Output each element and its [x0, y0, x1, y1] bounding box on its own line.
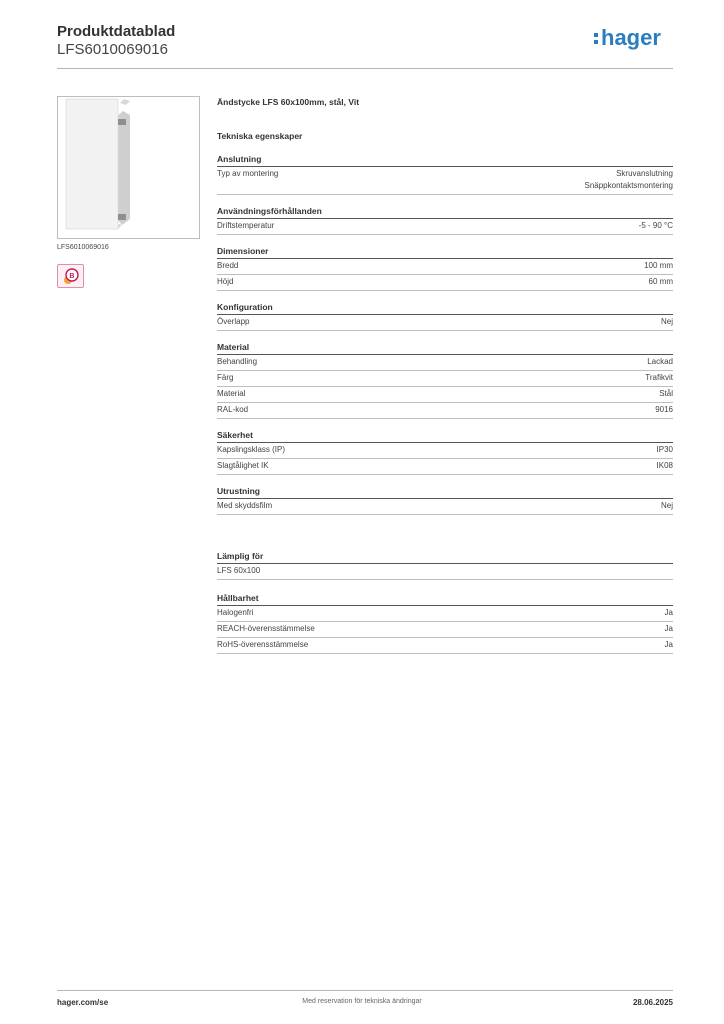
logo-wordmark: hager: [601, 25, 661, 50]
section-title: Material: [217, 341, 673, 355]
spec-value: IP30: [656, 445, 673, 454]
spec-value: Nej: [660, 501, 673, 510]
spec-row: Färg Trafikvit: [217, 371, 673, 387]
section-title: Säkerhet: [217, 429, 673, 443]
technical-properties-title: Tekniska egenskaper: [217, 131, 303, 141]
spec-value: 100 mm: [644, 261, 673, 270]
spec-label: Material: [217, 389, 246, 398]
spec-row: Kapslingsklass (IP) IP30: [217, 443, 673, 459]
document-title: Produktdatablad: [57, 23, 176, 40]
spec-value: Nej: [660, 317, 673, 326]
section-title: Utrustning: [217, 485, 673, 499]
spec-label: Behandling: [217, 357, 258, 366]
section-material: Material Behandling Lackad Färg Trafikvi…: [217, 341, 673, 419]
spec-value: Ja: [664, 640, 673, 649]
header-divider: [57, 68, 673, 69]
product-code: LFS6010069016: [57, 41, 168, 58]
spec-value: 9016: [655, 405, 673, 414]
image-caption: LFS6010069016: [57, 244, 109, 251]
spec-row: REACH-överensstämmelse Ja: [217, 622, 673, 638]
sustainability-badge-icon: B: [57, 264, 84, 288]
spec-label: Typ av montering: [217, 169, 279, 178]
spec-label: Kapslingsklass (IP): [217, 445, 286, 454]
section-title: Hållbarhet: [217, 592, 673, 606]
section-title: Anslutning: [217, 153, 673, 167]
section-dimensioner: Dimensioner Bredd 100 mm Höjd 60 mm: [217, 245, 673, 291]
section-title: Lämplig för: [217, 550, 673, 564]
section-konfiguration: Konfiguration Överlapp Nej: [217, 301, 673, 331]
spec-row: Halogenfri Ja: [217, 606, 673, 622]
spec-label: Slagtålighet IK: [217, 461, 269, 470]
spec-value: Skruvanslutning Snäppkontaktsmontering: [585, 168, 674, 192]
page-header: Produktdatablad LFS6010069016 hager: [57, 20, 673, 70]
spec-row: Typ av montering Skruvanslutning Snäppko…: [217, 167, 673, 195]
spec-value: Lackad: [647, 357, 673, 366]
spec-value: Stål: [659, 389, 673, 398]
footer-website-link[interactable]: hager.com/se: [57, 998, 109, 1007]
compatible-product: LFS 60x100: [217, 566, 261, 575]
spec-row: Bredd 100 mm: [217, 259, 673, 275]
spec-value: -5 - 90 °C: [638, 221, 673, 230]
spec-value: Trafikvit: [645, 373, 673, 382]
section-title: Konfiguration: [217, 301, 673, 315]
spec-value: IK08: [656, 461, 673, 470]
spec-value: 60 mm: [648, 277, 673, 286]
footer-divider: [57, 990, 673, 991]
spec-value: Ja: [664, 608, 673, 617]
hager-logo: hager: [593, 24, 673, 54]
product-image: [57, 96, 200, 239]
spec-label: Höjd: [217, 277, 234, 286]
spec-label: Halogenfri: [217, 608, 254, 617]
spec-label: REACH-överensstämmelse: [217, 624, 315, 633]
spec-label: Överlapp: [217, 317, 250, 326]
spec-row: Material Stål: [217, 387, 673, 403]
spec-value: Ja: [664, 624, 673, 633]
spec-row: Behandling Lackad: [217, 355, 673, 371]
section-anvandningsforhallanden: Användningsförhållanden Driftstemperatur…: [217, 205, 673, 235]
spec-label: RoHS-överensstämmelse: [217, 640, 309, 649]
spec-row: Höjd 60 mm: [217, 275, 673, 291]
spec-row: Slagtålighet IK IK08: [217, 459, 673, 475]
section-utrustning: Utrustning Med skyddsfilm Nej: [217, 485, 673, 515]
end-cap-illustration: [65, 98, 130, 230]
section-hallbarhet: Hållbarhet Halogenfri Ja REACH-överensst…: [217, 592, 673, 654]
spec-row: Överlapp Nej: [217, 315, 673, 331]
spec-value-line: Snäppkontaktsmontering: [584, 181, 674, 190]
spec-label: Driftstemperatur: [217, 221, 275, 230]
svg-text:B: B: [69, 273, 74, 280]
spec-label: Med skyddsfilm: [217, 501, 273, 510]
spec-value-line: Skruvanslutning: [616, 169, 673, 178]
spec-row: LFS 60x100: [217, 564, 673, 580]
spec-row: Driftstemperatur -5 - 90 °C: [217, 219, 673, 235]
spec-label: Färg: [217, 373, 234, 382]
product-description: Ändstycke LFS 60x100mm, stål, Vit: [217, 97, 360, 107]
product-content: Ändstycke LFS 60x100mm, stål, Vit Teknis…: [217, 96, 673, 654]
spec-row: RoHS-överensstämmelse Ja: [217, 638, 673, 654]
spec-label: Bredd: [217, 261, 239, 270]
spec-row: Med skyddsfilm Nej: [217, 499, 673, 515]
section-sakerhet: Säkerhet Kapslingsklass (IP) IP30 Slagtå…: [217, 429, 673, 475]
hager-logo-graphic: hager: [594, 25, 661, 50]
spec-label: RAL-kod: [217, 405, 249, 414]
section-title: Dimensioner: [217, 245, 673, 259]
footer-date: 28.06.2025: [632, 998, 673, 1007]
footer-disclaimer: Med reservation för tekniska ändringar: [302, 998, 422, 1005]
spec-row: RAL-kod 9016: [217, 403, 673, 419]
section-lamplig-for: Lämplig för LFS 60x100: [217, 550, 673, 580]
section-anslutning: Anslutning Typ av montering Skruvanslutn…: [217, 153, 673, 195]
section-title: Användningsförhållanden: [217, 205, 673, 219]
